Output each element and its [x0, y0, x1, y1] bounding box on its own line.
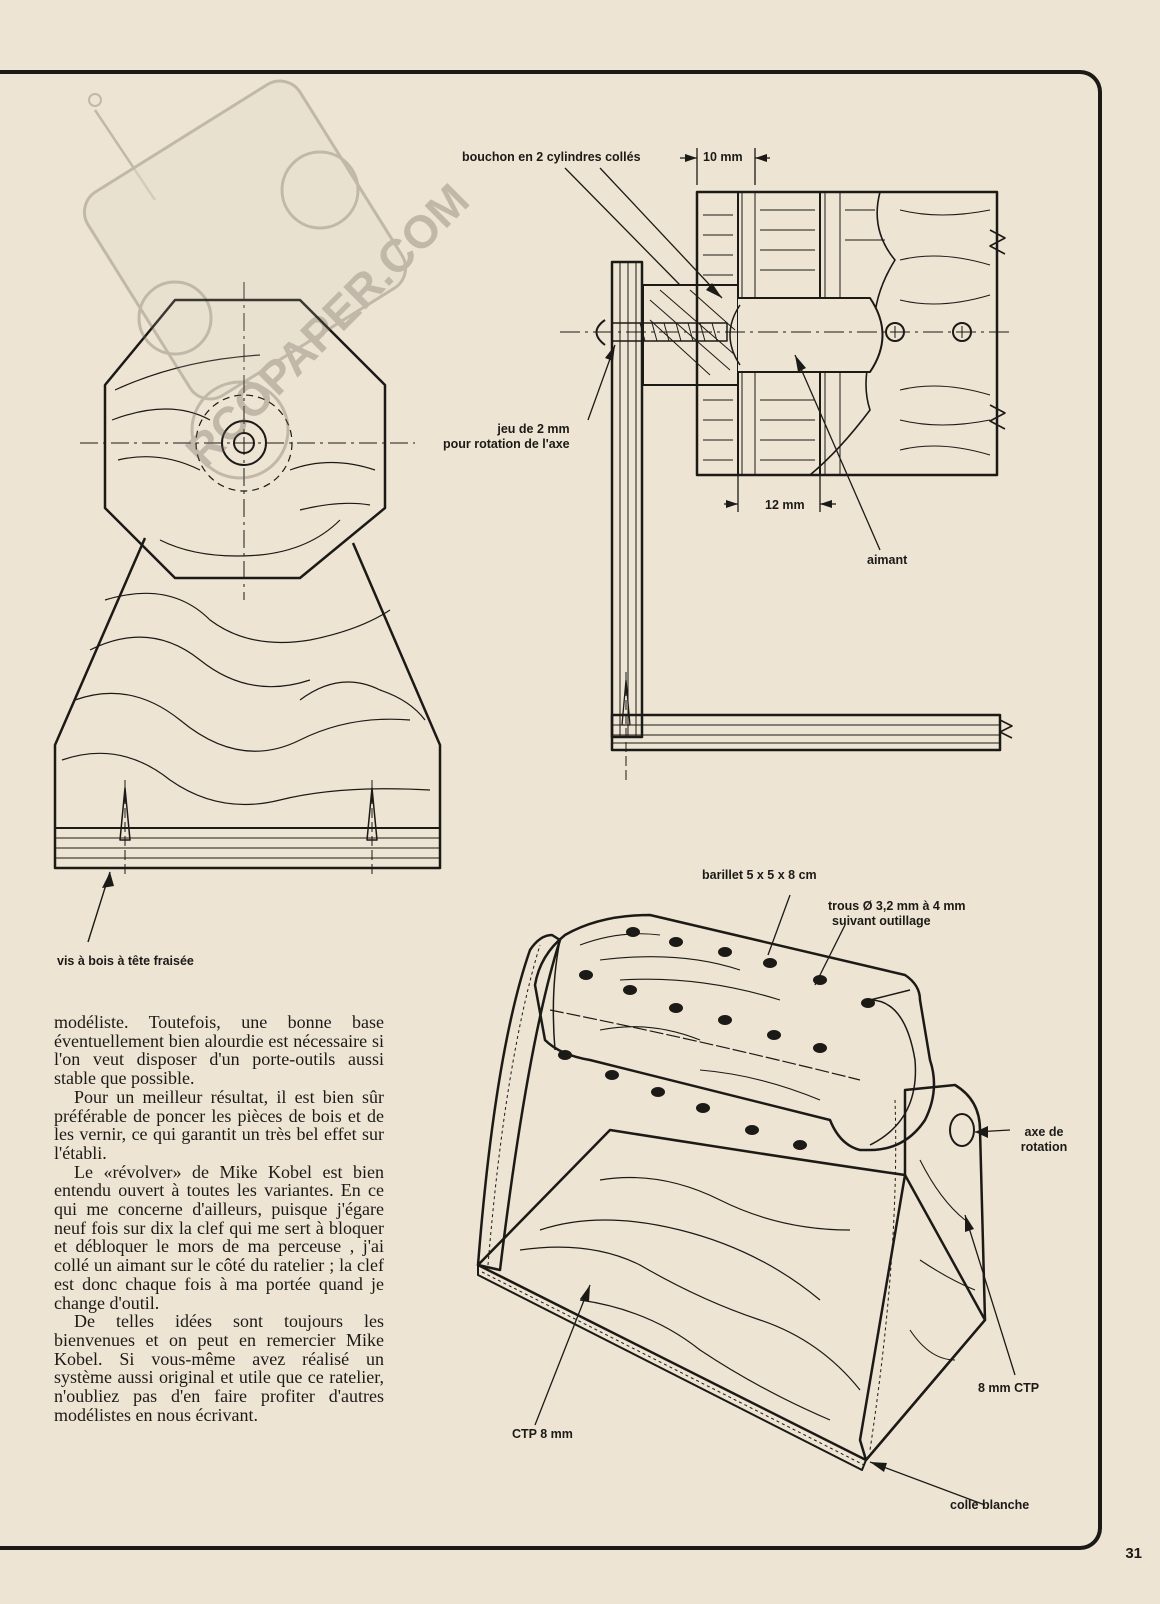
perspective-drawing [476, 894, 1016, 1506]
label-ctp-right: 8 mm CTP [978, 1381, 1040, 1395]
label-screws: vis à bois à tête fraisée [57, 954, 194, 968]
label-barrel: barillet 5 x 5 x 8 cm [702, 868, 817, 882]
page-frame [0, 70, 1102, 1550]
label-play-line1: jeu de 2 mm [497, 422, 570, 436]
paragraph-1: modéliste. Toutefois, une bonne base éve… [54, 1012, 384, 1089]
article-body: modéliste. Toutefois, une bonne base éve… [54, 1013, 384, 1424]
paragraph-4: De telles idées sont toujours les bienve… [54, 1311, 384, 1425]
paragraph-2: Pour un meilleur résultat, il est bien s… [54, 1086, 384, 1163]
label-play: jeu de 2 mm pour rotation de l'axe [443, 422, 570, 452]
front-view-drawing [53, 282, 442, 943]
section-view-drawing [560, 148, 1013, 780]
label-holes-line1: trous Ø 3,2 mm à 4 mm [828, 899, 966, 913]
page-number: 31 [1125, 1545, 1142, 1562]
label-magnet: aimant [867, 553, 908, 567]
label-glue: colle blanche [950, 1498, 1030, 1512]
label-holes: trous Ø 3,2 mm à 4 mm suivant outillage [828, 899, 966, 929]
label-dim-10mm: 10 mm [703, 150, 743, 164]
label-dim-12mm: 12 mm [765, 498, 805, 512]
label-plug: bouchon en 2 cylindres collés [462, 150, 641, 164]
paragraph-3: Le «révolver» de Mike Kobel est bien ent… [54, 1161, 384, 1313]
label-axis: axe de rotation [1012, 1125, 1076, 1155]
label-play-line2: pour rotation de l'axe [443, 437, 570, 451]
label-axis-line1: axe de [1024, 1125, 1064, 1139]
label-ctp-left: CTP 8 mm [512, 1427, 573, 1441]
label-axis-line2: rotation [1020, 1140, 1068, 1154]
watermark-logo: RCOPAPER.COM [82, 79, 479, 480]
label-holes-line2: suivant outillage [832, 914, 931, 928]
